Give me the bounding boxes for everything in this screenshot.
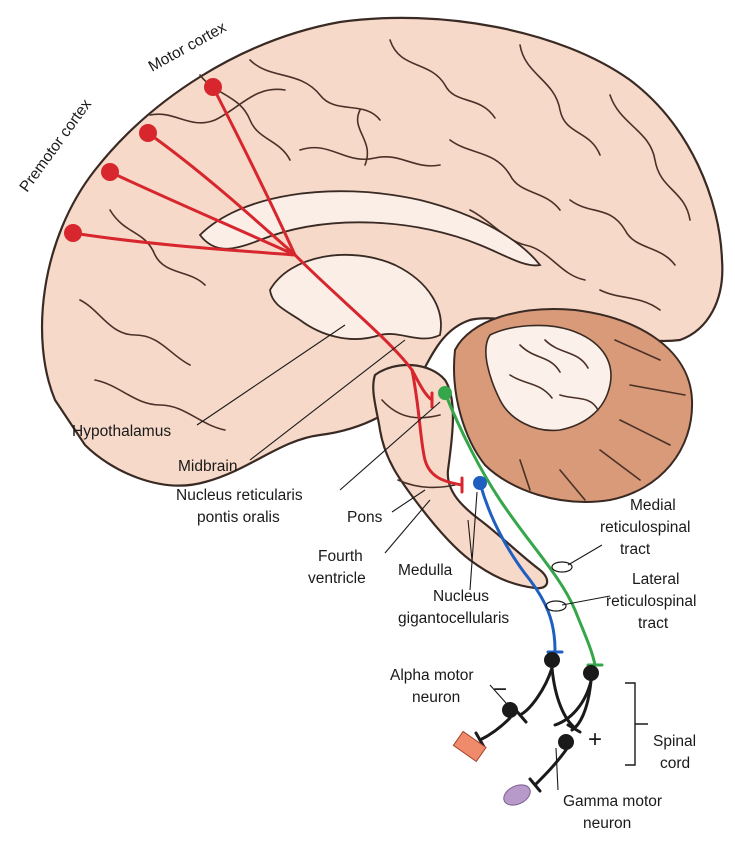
cortical-projections [64,78,464,494]
label-hypothalamus: Hypothalamus [72,423,171,440]
label-gamma-motor-neuron-line2: neuron [583,815,631,832]
label-lateral-tract-line1: Lateral [632,571,679,588]
label-lateral-tract-line3: tract [638,615,669,632]
gamma-motor-neuron [558,734,574,750]
label-pons: Pons [347,509,383,526]
label-nrpo-line2: pontis oralis [197,509,280,526]
cerebrum [41,16,724,487]
label-nrpo-line1: Nucleus reticularis [176,487,303,504]
cerebral-hemisphere [41,16,724,487]
label-alpha-motor-neuron-line1: Alpha motor [390,667,474,684]
medial-reticulospinal-tract [443,391,597,667]
nucleus-reticularis-pontis-oralis-neuron [438,386,452,400]
label-medulla: Medulla [398,562,453,579]
lateral-tract-section [545,600,567,612]
label-premotor-cortex: Premotor cortex [16,96,95,195]
spinal-cord-bracket [625,682,648,766]
premotor-cortex-neuron [64,224,82,242]
label-ngc-line1: Nucleus [433,588,489,605]
inhibition-sign: − [493,676,507,703]
thalamus-region [269,254,442,340]
nucleus-gigantocellularis-neuron [473,476,487,490]
label-medial-tract-line3: tract [620,541,651,558]
label-ngc-line2: gigantocellularis [398,610,509,627]
lateral-reticulospinal-tract [478,481,557,652]
label-spinal-cord-line1: Spinal [653,733,696,750]
label-medial-tract-line2: reticulospinal [600,519,690,536]
motor-cortex-neuron [204,78,222,96]
interneuron [583,665,599,681]
medial-tract-section [551,561,573,573]
label-fourth-ventricle-line2: ventricle [308,570,366,587]
label-alpha-motor-neuron-line2: neuron [412,689,460,706]
alpha-motor-neuron [502,702,518,718]
cerebellum [453,308,694,503]
leader-lines [196,324,611,791]
excitation-sign: + [588,726,602,753]
label-medial-tract-line1: Medial [630,497,676,514]
label-lateral-tract-line2: reticulospinal [606,593,696,610]
label-midbrain: Midbrain [178,458,237,475]
extrafusal-muscle [452,730,487,763]
label-spinal-cord-line2: cord [660,755,690,772]
motor-cortex-neuron [139,124,157,142]
premotor-cortex-neuron [101,163,119,181]
label-fourth-ventricle-line1: Fourth [318,548,363,565]
muscle-spindle [503,784,531,806]
label-gamma-motor-neuron-line1: Gamma motor [563,793,662,810]
spinal-circuit [452,652,648,806]
interneuron [544,652,560,668]
